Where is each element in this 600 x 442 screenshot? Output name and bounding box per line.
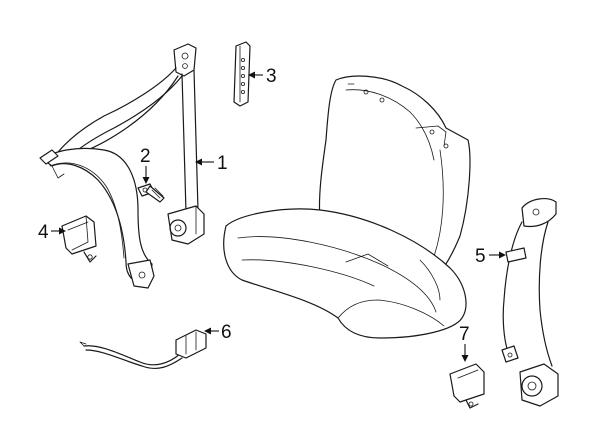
part-1-seat-belt-assembly[interactable] — [39, 43, 205, 289]
callout-7: 7 — [459, 324, 470, 362]
svg-text:6: 6 — [221, 322, 232, 343]
callout-3: 3 — [248, 66, 277, 87]
part-6-buckle-cable[interactable] — [79, 329, 207, 370]
callout-6: 6 — [204, 322, 232, 343]
svg-text:4: 4 — [38, 222, 49, 243]
part-5-rear-seat-belt[interactable] — [501, 198, 559, 407]
part-2-anchor-bolt[interactable] — [137, 183, 165, 203]
svg-text:2: 2 — [140, 146, 151, 167]
part-7-buckle[interactable] — [449, 363, 485, 409]
callout-1: 1 — [195, 153, 228, 174]
svg-text:1: 1 — [217, 153, 228, 174]
svg-text:3: 3 — [266, 66, 277, 87]
callout-4: 4 — [38, 222, 66, 243]
bench-seat — [223, 75, 471, 339]
part-3-height-adjuster[interactable] — [233, 41, 251, 107]
callout-5: 5 — [475, 246, 506, 267]
callout-2: 2 — [140, 146, 151, 184]
part-4-buckle[interactable] — [61, 215, 97, 263]
svg-text:7: 7 — [459, 324, 470, 345]
svg-text:5: 5 — [475, 246, 486, 267]
